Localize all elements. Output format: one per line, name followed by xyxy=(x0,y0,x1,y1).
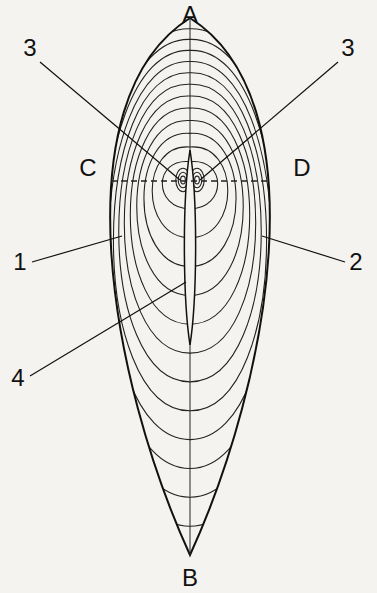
callout-number: 4 xyxy=(11,366,24,390)
outline xyxy=(110,18,270,555)
point-label: D xyxy=(293,156,310,180)
field-line xyxy=(190,120,243,295)
callout-number: 3 xyxy=(23,36,36,60)
pole-loop xyxy=(195,176,200,184)
field-line xyxy=(119,84,190,382)
field-line xyxy=(190,73,267,411)
point-label: A xyxy=(182,3,198,27)
field-line xyxy=(108,61,190,439)
field-line xyxy=(137,120,190,295)
field-line xyxy=(190,108,250,324)
callout-number: 3 xyxy=(341,36,354,60)
central-body xyxy=(184,150,195,345)
field-line xyxy=(190,18,290,555)
callout-number: 2 xyxy=(349,250,362,274)
field-line xyxy=(190,61,272,439)
field-line xyxy=(144,133,190,266)
dashed-line xyxy=(111,180,269,181)
field-line xyxy=(104,50,190,468)
field-line xyxy=(190,50,276,468)
point-label: C xyxy=(79,156,96,180)
field-line xyxy=(90,18,190,555)
pole-loop xyxy=(181,176,186,184)
callout-number: 1 xyxy=(13,250,26,274)
field-line xyxy=(190,133,236,266)
leader-lines xyxy=(30,62,345,376)
point-label: B xyxy=(182,566,198,590)
field-line xyxy=(190,29,285,527)
field-line xyxy=(190,84,261,382)
field-line xyxy=(113,73,190,411)
field-line xyxy=(130,108,190,324)
field-line xyxy=(95,29,190,527)
